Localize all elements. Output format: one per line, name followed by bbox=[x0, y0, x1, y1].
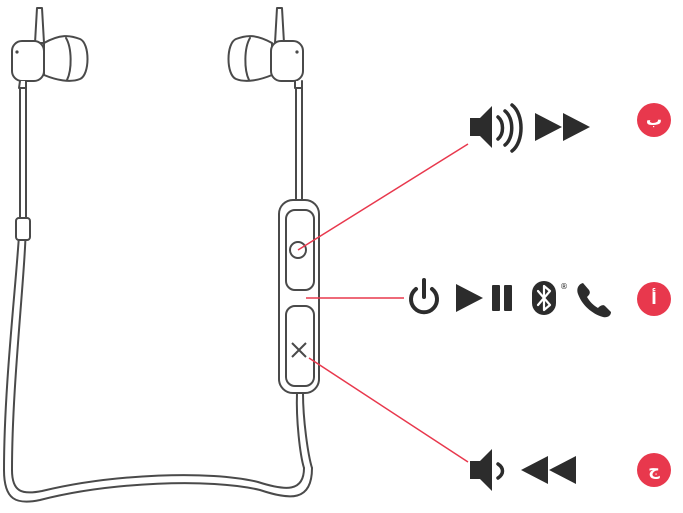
cables bbox=[4, 88, 312, 502]
fast-forward-icon bbox=[535, 113, 590, 141]
right-earbud bbox=[229, 8, 304, 88]
rewind-icon bbox=[521, 456, 576, 484]
badge-b-text: ب bbox=[646, 112, 662, 128]
volume-up-icon bbox=[470, 105, 521, 151]
callout-line-j bbox=[309, 358, 468, 462]
phone-icon bbox=[577, 283, 611, 317]
label-badge-b: ب bbox=[637, 103, 671, 137]
registered-mark: ® bbox=[560, 282, 568, 291]
volume-down-icon bbox=[470, 449, 503, 491]
label-badge-j: ج bbox=[637, 453, 671, 487]
left-earbud bbox=[12, 8, 88, 88]
badge-a-text: أ bbox=[651, 291, 656, 307]
callout-line-b bbox=[298, 144, 468, 250]
label-badge-a: أ bbox=[637, 282, 671, 316]
play-icon bbox=[456, 284, 483, 312]
badge-j-text: ج bbox=[648, 462, 660, 478]
inline-remote bbox=[279, 200, 319, 393]
bluetooth-icon bbox=[532, 281, 556, 315]
power-icon bbox=[411, 280, 437, 312]
pause-icon bbox=[492, 285, 512, 311]
callout-lines bbox=[298, 144, 468, 462]
